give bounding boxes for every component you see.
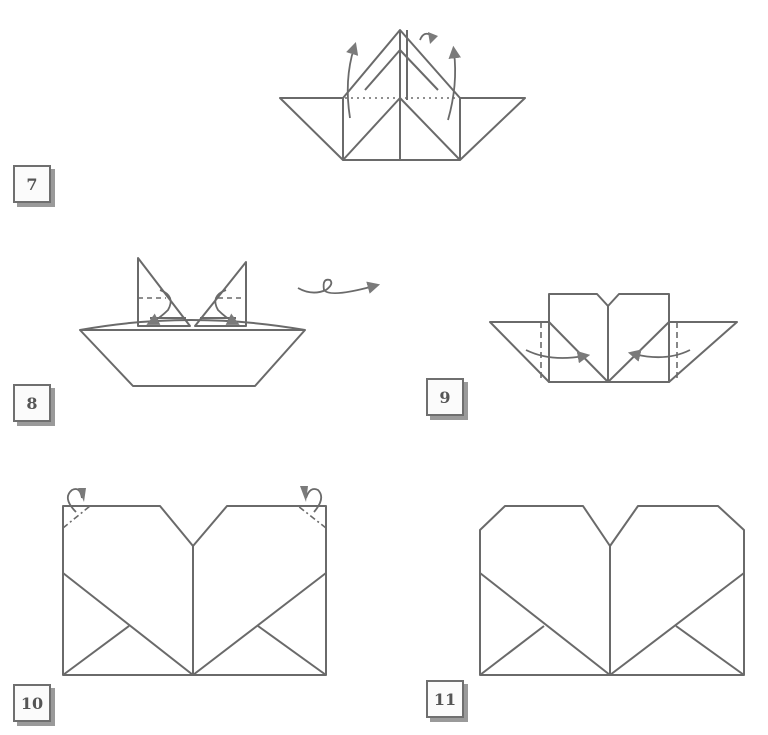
step-10-label: 10 [13,684,51,722]
step-10-arrows [66,486,323,513]
step-7-figure [279,29,526,161]
step-11-label: 11 [426,680,464,718]
step-9-arrows [525,349,691,364]
step-9-label: 9 [426,378,464,416]
step-7-label: 7 [13,165,51,203]
step-11-figure [479,505,745,676]
step-7-arrows [346,32,462,121]
step-8-label: 8 [13,384,51,422]
step-8-arrows [146,278,381,325]
step-9-figure [489,293,738,383]
step-8-figure [79,257,306,387]
step-10-figure [62,505,327,676]
